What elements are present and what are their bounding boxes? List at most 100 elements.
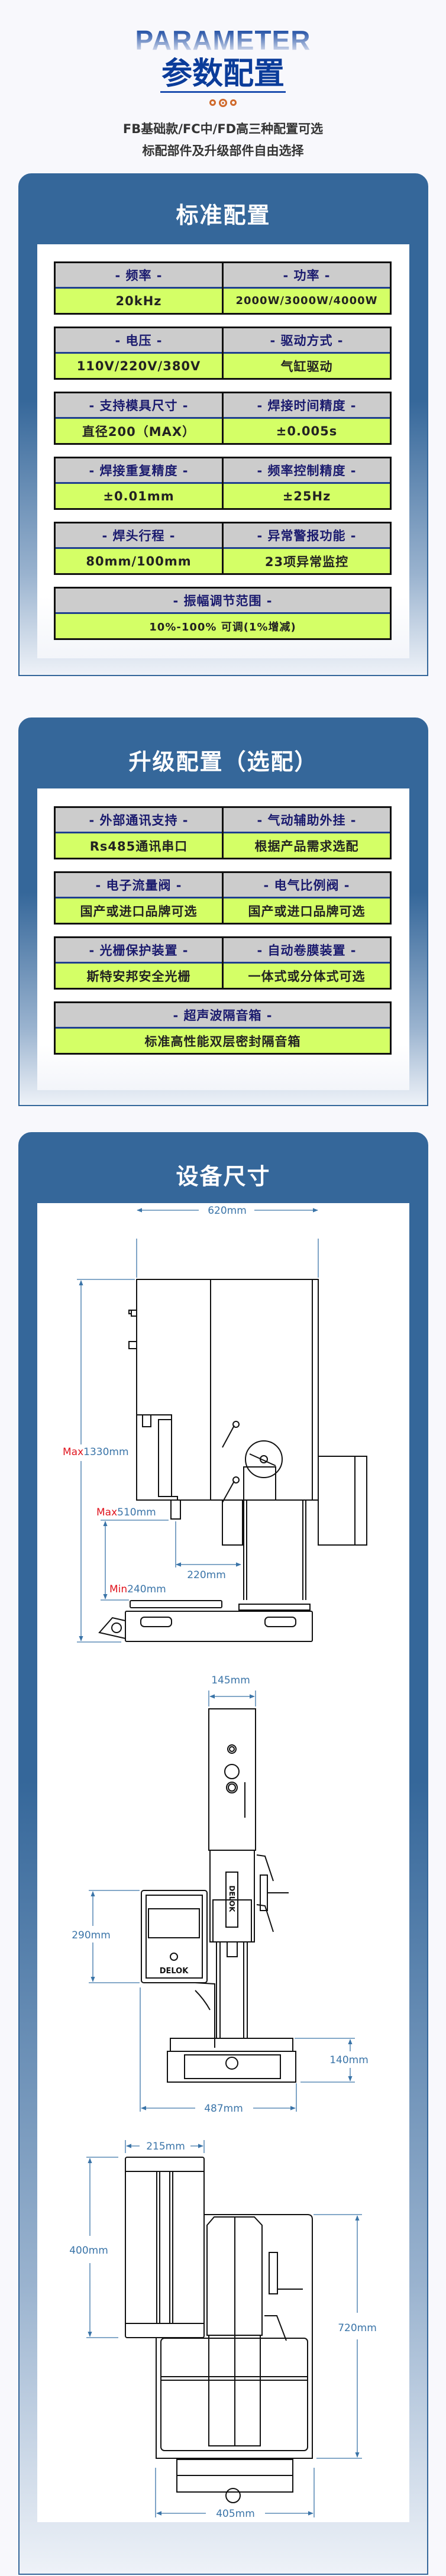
spec-value: 气缸驱动 [224,354,390,378]
spec-item: - 频率 -20kHz [56,263,222,313]
stroke-min-label: Min240mm [109,1583,166,1595]
spec-item: - 功率 -2000W/3000W/4000W [224,263,390,313]
page-title: 参数配置 [0,57,446,93]
front-view-dimension-lines [89,1691,355,2112]
spec-item: - 频率控制精度 -±25Hz [224,458,390,508]
base-width-label: 405mm [216,2508,255,2520]
total-width-label: 487mm [204,2103,243,2115]
spec-item: - 支持模具尺寸 -直径200（MAX） [56,393,222,443]
panel-title: 升级配置（选配） [128,749,318,775]
front-view-machine [141,1708,296,2083]
subtitle-line-1: FB基础款/FC中/FD高三种配置可选 [122,122,324,136]
top-view-machine [125,2157,313,2503]
spec-item: - 焊头行程 -80mm/100mm [56,523,222,573]
spec-value: 23项异常监控 [224,549,390,573]
spec-label: - 超声波隔音箱 - [56,1003,390,1029]
controller-height-label: 290mm [72,1929,111,1941]
front-view-labels: 145mm 290mm 140mm 487mm [72,1675,369,2115]
column-width-label: 145mm [211,1675,250,1686]
base-height-label: 140mm [329,2054,369,2066]
spec-value: 20kHz [56,289,222,313]
spec-table: - 振幅调节范围 -10%-100% 可调(1%增减) [54,587,392,640]
spec-item: - 焊接时间精度 -±0.005s [224,393,390,443]
height-label: Max1330mm [63,1446,129,1458]
spec-value: ±25Hz [224,484,390,508]
spec-label: - 振幅调节范围 - [56,589,390,614]
spec-value: 直径200（MAX） [56,419,222,443]
width-label: 620mm [208,1205,247,1217]
spec-label: - 外部通讯支持 - [56,808,222,833]
spec-item: - 电压 -110V/220V/380V [56,328,222,378]
dimensions-panel: 设备尺寸 [18,1132,428,2575]
spec-value: 80mm/100mm [56,549,222,573]
spec-table: - 焊头行程 -80mm/100mm- 异常警报功能 -23项异常监控 [54,522,392,575]
panel-body [37,1203,409,2522]
controller-logo: DELOK [160,1967,189,1976]
spec-value: 根据产品需求选配 [224,833,390,858]
spec-item: - 电子流量阀 -国产或进口品牌可选 [56,873,222,923]
spec-table: - 光栅保护装置 -斯特安邦安全光栅- 自动卷膜装置 -一体式或分体式可选 [54,936,392,990]
spec-value: 国产或进口品牌可选 [56,898,222,923]
spec-label: - 自动卷膜装置 - [224,938,390,964]
spec-table: - 超声波隔音箱 -标准高性能双层密封隔音箱 [54,1001,392,1055]
spec-item: - 驱动方式 -气缸驱动 [224,328,390,378]
spec-value: ±0.005s [224,419,390,443]
spec-table: - 频率 -20kHz- 功率 -2000W/3000W/4000W [54,261,392,315]
spec-label: - 电压 - [56,328,222,354]
spec-item: - 外部通讯支持 -Rs485通讯串口 [56,808,222,858]
front-view-logos: DELOK DELOK [160,1886,236,1976]
carriage-logo: DELOK [228,1886,236,1913]
spec-value: 一体式或分体式可选 [224,964,390,988]
spec-label: - 电气比例阀 - [224,873,390,898]
top-view-dimension-lines [86,2140,362,2517]
spec-value: Rs485通讯串口 [56,833,222,858]
spec-item: - 光栅保护装置 -斯特安邦安全光栅 [56,938,222,988]
spec-label: - 焊接重复精度 - [56,458,222,484]
box-width-label: 215mm [146,2141,185,2152]
spec-item: - 超声波隔音箱 -标准高性能双层密封隔音箱 [56,1003,390,1053]
spec-item: - 焊接重复精度 -±0.01mm [56,458,222,508]
box-depth-label: 400mm [69,2245,108,2257]
spec-value: 2000W/3000W/4000W [224,289,390,313]
spec-label: - 异常警报功能 - [224,523,390,549]
spec-label: - 功率 - [224,263,390,289]
spec-label: - 频率 - [56,263,222,289]
panel-title: 设备尺寸 [176,1163,271,1190]
spec-label: - 焊接时间精度 - [224,393,390,419]
side-view-labels: 620mm Max1330mm Max510mm Min240mm 220mm [63,1205,247,1595]
throat-label: 220mm [187,1569,226,1581]
decorative-dots [0,99,446,107]
spec-label: - 驱动方式 - [224,328,390,354]
spec-table: - 支持模具尺寸 -直径200（MAX）- 焊接时间精度 -±0.005s [54,392,392,445]
spec-label: - 焊头行程 - [56,523,222,549]
spec-label: - 气动辅助外挂 - [224,808,390,833]
spec-table: - 外部通讯支持 -Rs485通讯串口- 气动辅助外挂 -根据产品需求选配 [54,806,392,859]
spec-value: ±0.01mm [56,484,222,508]
stroke-max-label: Max510mm [96,1507,156,1518]
spec-value: 斯特安邦安全光栅 [56,964,222,988]
spec-item: - 自动卷膜装置 -一体式或分体式可选 [224,938,390,988]
spec-table: - 电子流量阀 -国产或进口品牌可选- 电气比例阀 -国产或进口品牌可选 [54,871,392,925]
depth-label: 720mm [338,2322,377,2334]
spec-label: - 电子流量阀 - [56,873,222,898]
side-view-machine [98,1279,367,1642]
spec-value: 标准高性能双层密封隔音箱 [56,1029,390,1053]
spec-item: - 气动辅助外挂 -根据产品需求选配 [224,808,390,858]
spec-value: 10%-100% 可调(1%增减) [56,614,390,638]
spec-item: - 振幅调节范围 -10%-100% 可调(1%增减) [56,589,390,638]
section-title-en: PARAMETER [0,26,446,54]
spec-value: 国产或进口品牌可选 [224,898,390,923]
spec-table: - 电压 -110V/220V/380V- 驱动方式 -气缸驱动 [54,327,392,380]
spec-item: - 电气比例阀 -国产或进口品牌可选 [224,873,390,923]
page-title-text: 参数配置 [160,56,286,93]
panel-title: 标准配置 [176,202,271,228]
spec-value: 110V/220V/380V [56,354,222,378]
spec-label: - 支持模具尺寸 - [56,393,222,419]
spec-label: - 频率控制精度 - [224,458,390,484]
spec-table: - 焊接重复精度 -±0.01mm- 频率控制精度 -±25Hz [54,457,392,510]
spec-item: - 异常警报功能 -23项异常监控 [224,523,390,573]
spec-label: - 光栅保护装置 - [56,938,222,964]
top-view-labels: 215mm 400mm 720mm 405mm [69,2141,377,2520]
subtitle-line-2: 标配部件及升级部件自由选择 [142,144,304,158]
